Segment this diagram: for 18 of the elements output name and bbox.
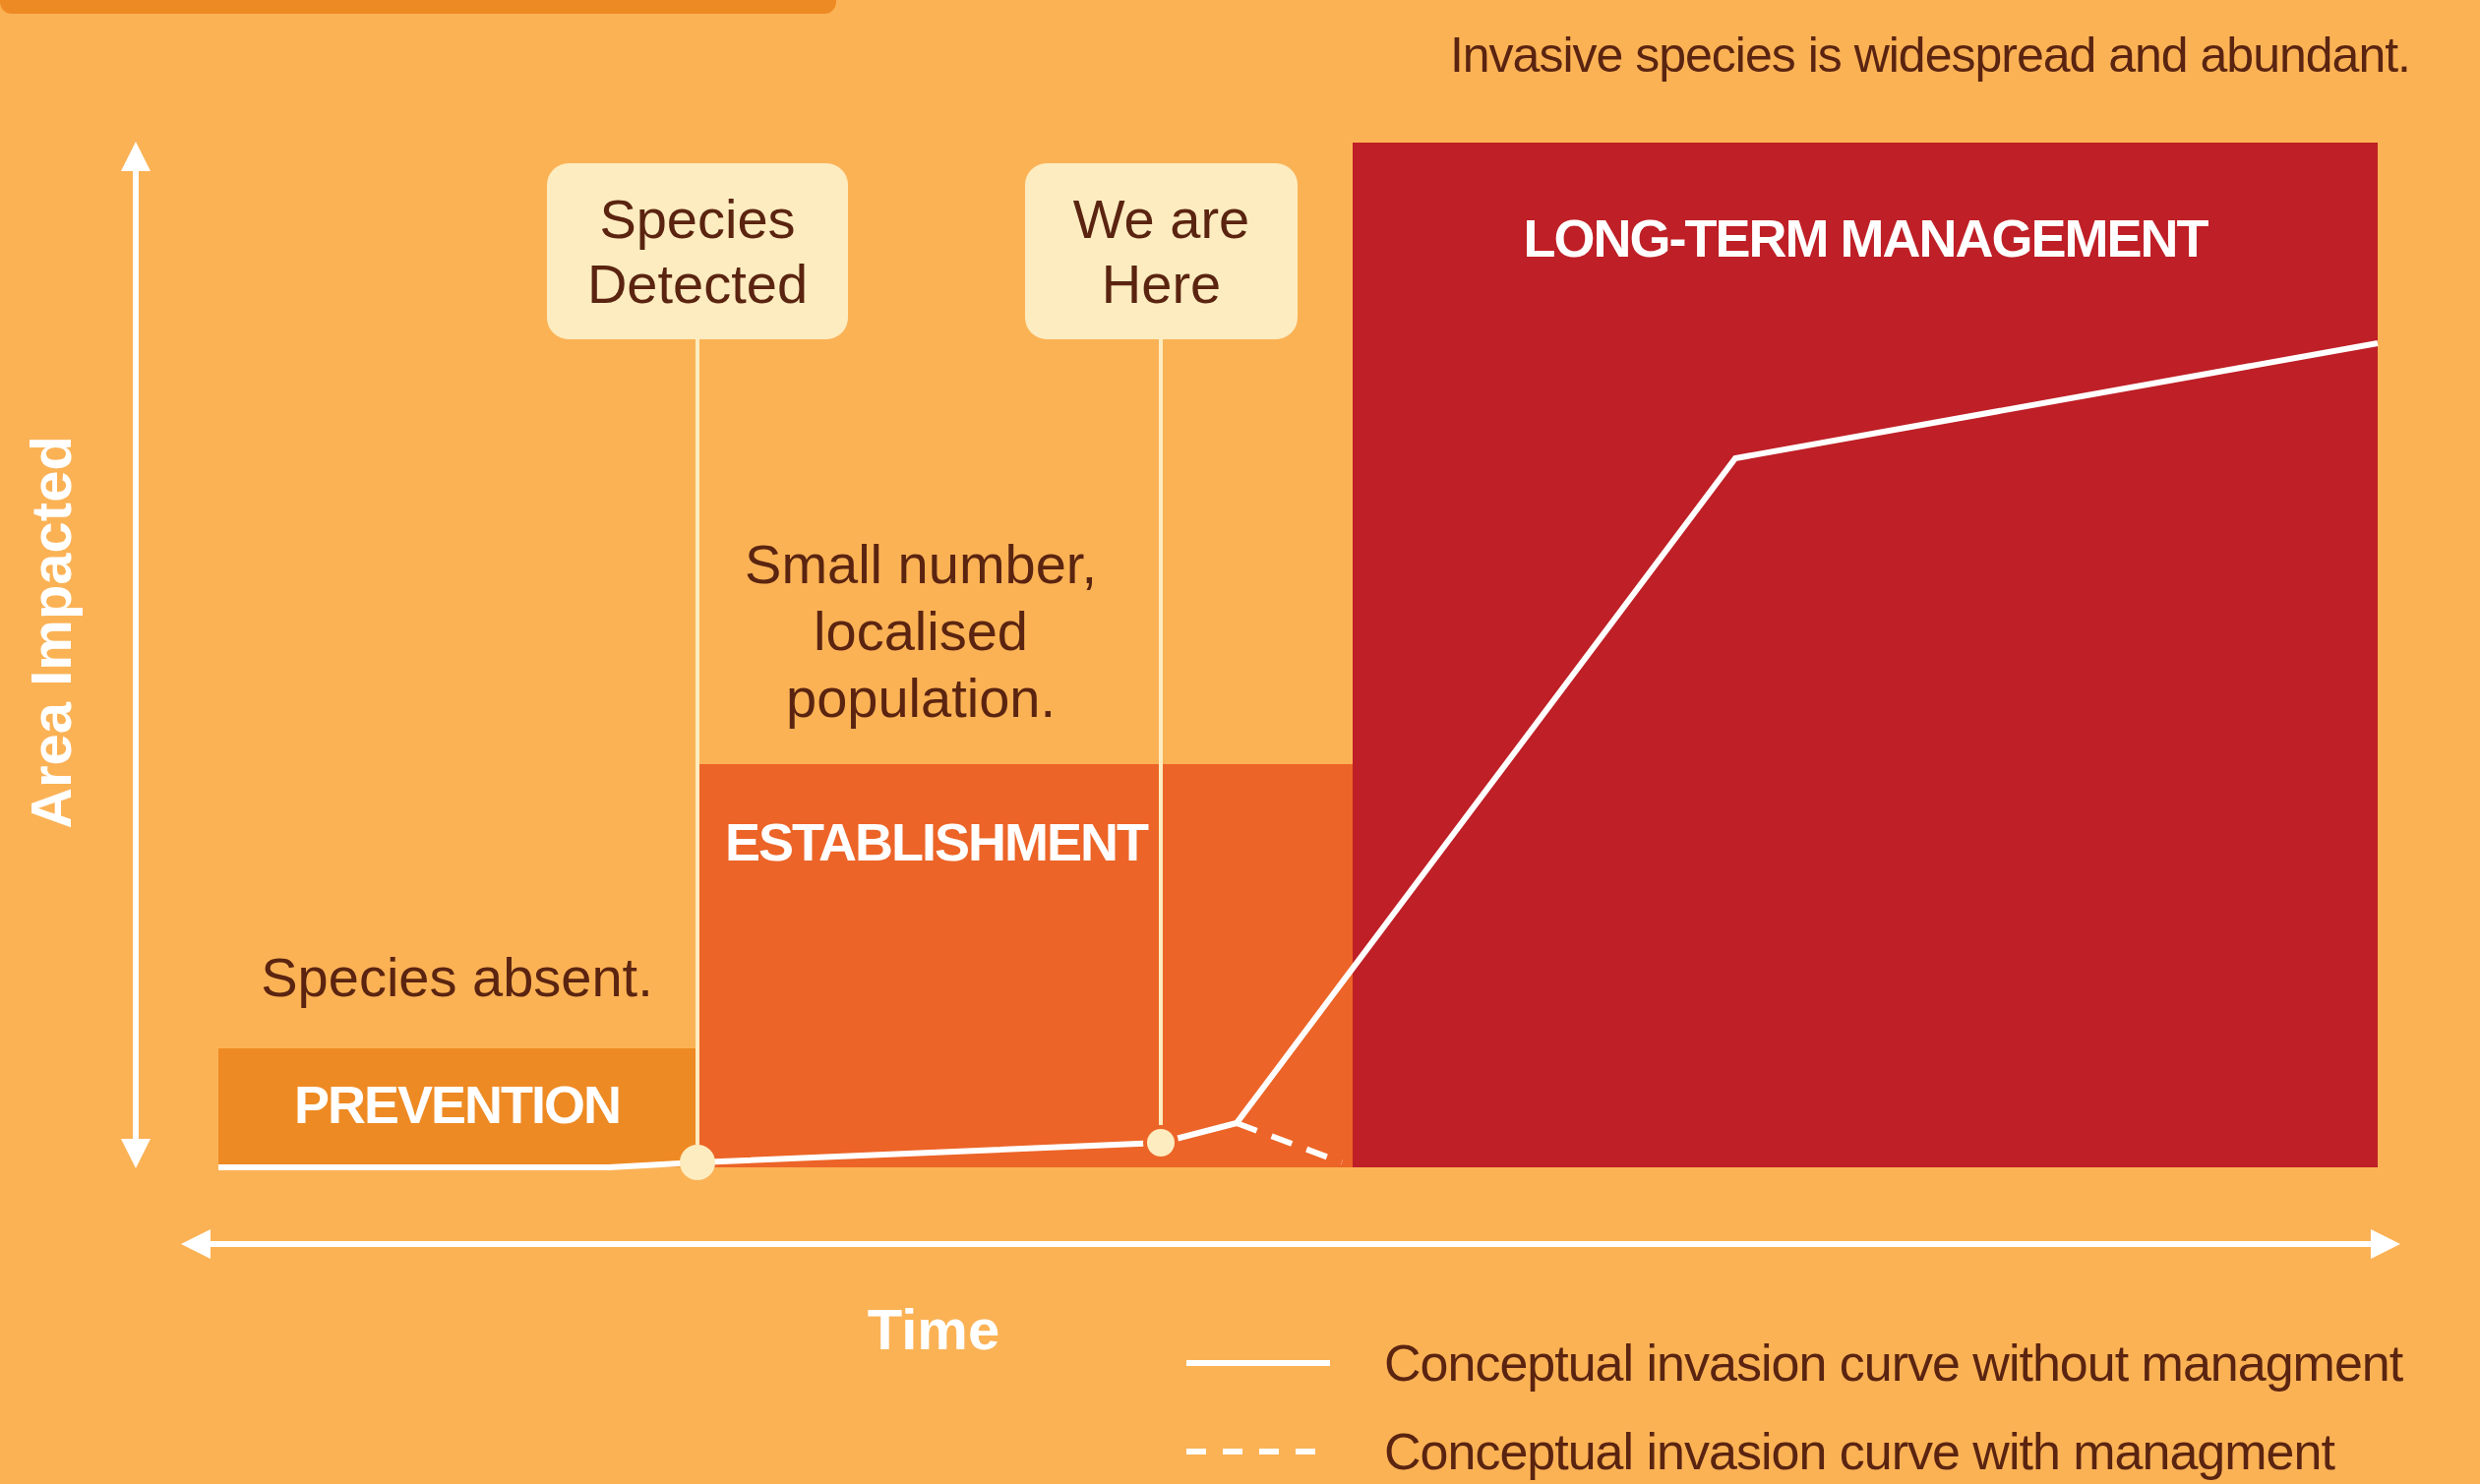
caption-text: Small number, localised population.	[744, 532, 1098, 731]
phase-label: LONG-TERM MANAGEMENT	[1523, 208, 2208, 268]
curve-point	[680, 1145, 715, 1180]
caption-text: Invasive species is widespread and abundant.	[1448, 27, 2410, 85]
callout-box: We are Here	[1025, 163, 1298, 339]
legend-text: Conceptual invasion curve with managment	[1384, 1422, 2334, 1482]
leader-line	[1159, 339, 1163, 1125]
phase-band	[218, 1048, 696, 1167]
phase-band	[1353, 143, 2378, 1167]
phase-label: ESTABLISHMENT	[725, 811, 1147, 872]
caption-text: Species absent.	[260, 945, 654, 1010]
axis-title: Time	[867, 1295, 1000, 1362]
axis-title: Area Impacted	[17, 436, 84, 829]
legend-text: Conceptual invasion curve without managment	[1384, 1334, 2403, 1394]
phase-band	[699, 764, 1353, 1167]
leader-line	[696, 339, 699, 1145]
callout-box: Species Detected	[547, 163, 848, 339]
phase-label: PREVENTION	[293, 1074, 621, 1135]
